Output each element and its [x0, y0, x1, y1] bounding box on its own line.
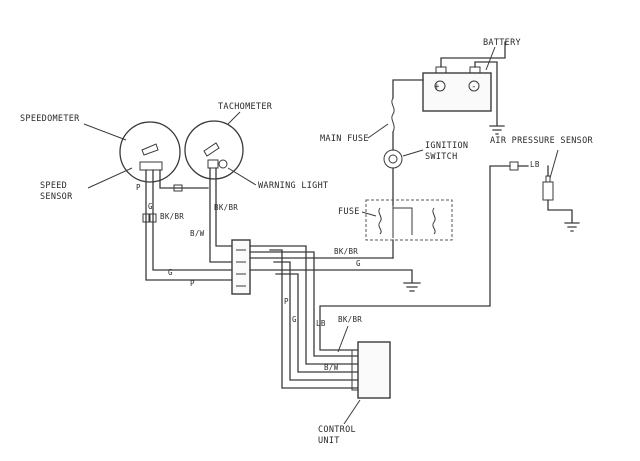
fuse-box-internal — [392, 205, 413, 238]
battery: + - — [422, 66, 492, 112]
battery-body — [422, 72, 492, 112]
warning-light-bulb — [218, 159, 228, 169]
wire-harness-outer — [269, 249, 361, 389]
air-pressure-sensor-label: AIR PRESSURE SENSOR — [490, 136, 594, 146]
wire-code-speedo-bkbr: BK/BR — [160, 212, 184, 221]
fuse-element-right — [432, 207, 436, 235]
wire-code-cu-bkbr: BK/BR — [338, 315, 362, 324]
speedometer-gauge — [119, 121, 181, 183]
speedometer-label: SPEEDOMETER — [20, 114, 80, 124]
control-unit-box — [357, 341, 391, 399]
speedometer-leader — [83, 123, 127, 141]
wire-code-left-p: P — [190, 279, 195, 288]
connector-air-sensor — [509, 161, 519, 171]
control-unit-label-line1: CONTROL — [318, 425, 356, 435]
wire-code-speedo-p: P — [136, 183, 141, 192]
main-connector-pins — [236, 249, 246, 287]
main-fuse-leader — [367, 123, 389, 139]
battery-positive-mark — [434, 80, 446, 92]
wire-speedo-p — [145, 169, 241, 281]
speedometer-dial — [119, 121, 181, 183]
wire-code-sensor-lb: LB — [530, 160, 540, 169]
wire-air-sensor-lb — [319, 165, 511, 351]
ignition-label-line2: SWITCH — [425, 152, 458, 162]
air-sensor-leader — [549, 149, 559, 179]
ignition-switch-inner — [388, 154, 398, 164]
ignition-switch-outer — [383, 149, 403, 169]
wire-code-tach-bw: B/W — [190, 229, 205, 238]
fuse-leader — [361, 211, 377, 217]
control-unit-leader — [343, 399, 361, 425]
main-connector-block — [231, 239, 251, 295]
fuse-element-left — [378, 207, 382, 235]
wire-speedo-bkbr — [159, 169, 209, 189]
tachometer-needle — [203, 142, 220, 157]
control-unit-connector — [351, 349, 359, 391]
wire-battery-top — [440, 41, 506, 68]
speedometer-needle — [141, 143, 159, 156]
connector-speedo-p — [142, 213, 150, 223]
connector-speedo-g — [149, 213, 157, 223]
warning-light-label: WARNING LIGHT — [258, 181, 328, 191]
wire-speedo-g — [152, 169, 241, 271]
battery-terminal-negative — [469, 66, 481, 74]
ignition-label-line1: IGNITION — [425, 141, 468, 151]
wire-tach-bw — [209, 167, 233, 263]
wire-code-speedo-g: G — [148, 202, 153, 211]
wire-code-main-g: G — [356, 259, 361, 268]
wire-battery-ground — [474, 61, 498, 126]
tachometer-gauge — [184, 120, 244, 180]
wire-harness-bw — [249, 245, 361, 365]
battery-terminal-positive — [435, 66, 447, 74]
air-sensor-body — [542, 181, 554, 201]
warning-light-leader — [227, 167, 257, 186]
fuse-label: FUSE — [338, 207, 360, 217]
wire-code-main-bkbr: BK/BR — [334, 247, 358, 256]
wire-harness-bkbr — [249, 251, 361, 357]
speed-sensor-label-line1: SPEED — [40, 181, 67, 191]
tachometer-dial — [184, 120, 244, 180]
cu-bkbr-leader — [337, 325, 349, 353]
ground-symbol-main — [403, 282, 421, 292]
wire-code-tach-bkbr: BK/BR — [214, 203, 238, 212]
speedometer-connector — [139, 161, 163, 171]
wire-main-g-ground — [249, 269, 413, 283]
ignition-leader — [402, 149, 424, 157]
wire-harness-p — [273, 261, 361, 381]
battery-negative-mark — [468, 80, 480, 92]
battery-positive-symbol: + — [434, 82, 439, 92]
speed-sensor-label-line2: SENSOR — [40, 192, 73, 202]
wire-code-vert-lb: LB — [316, 319, 326, 328]
wire-battery-main — [392, 79, 424, 99]
tachometer-leader — [227, 111, 241, 125]
wire-code-vert-g: G — [292, 315, 297, 324]
ground-symbol-sensor — [564, 222, 580, 232]
air-sensor-top — [545, 175, 551, 183]
control-unit-label-line2: UNIT — [318, 436, 340, 446]
battery-label: BATTERY — [483, 38, 521, 48]
ground-symbol-battery — [489, 125, 505, 135]
battery-negative-symbol: - — [471, 82, 476, 92]
wire-harness-g — [275, 273, 361, 373]
tachometer-connector — [207, 159, 219, 169]
wire-code-left-g: G — [168, 268, 173, 277]
fuse-box — [365, 199, 453, 241]
tachometer-label: TACHOMETER — [218, 102, 273, 112]
wire-code-cu-bw: B/W — [324, 363, 339, 372]
main-fuse-label: MAIN FUSE — [320, 134, 369, 144]
speed-sensor-leader — [87, 167, 133, 189]
main-fuse-symbol — [391, 97, 395, 133]
wire-tach-bkbr — [215, 167, 233, 247]
wire-air-sensor-ground — [547, 199, 573, 223]
connector-speedo-bkbr — [173, 184, 183, 192]
wire-code-vert-p: P — [284, 297, 289, 306]
